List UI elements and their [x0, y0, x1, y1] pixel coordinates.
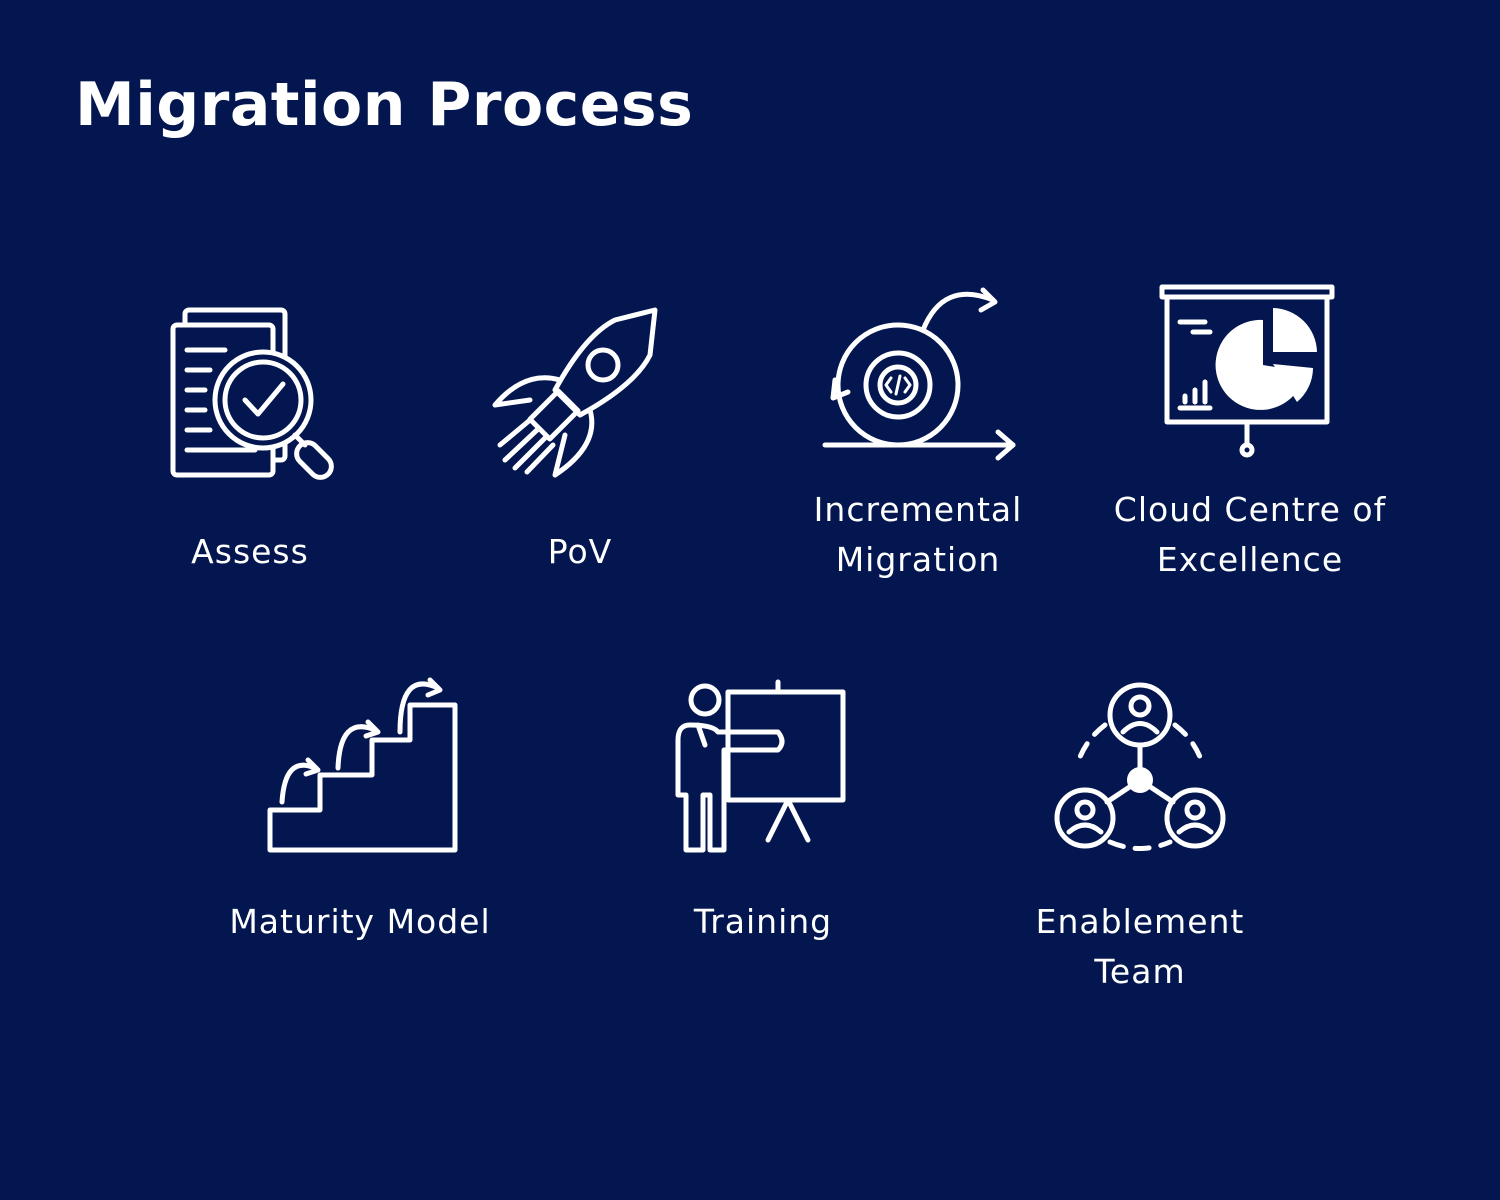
step-training: Training — [593, 670, 933, 947]
step-cloud-centre-of-excellence: Cloud Centre of Excellence — [1080, 280, 1420, 585]
step-label: Enablement Team — [1035, 902, 1245, 991]
page-title: Migration Process — [75, 70, 694, 140]
team-network-icon — [1054, 682, 1226, 851]
step-label: Assess — [191, 532, 309, 571]
presentation-pie-chart-icon — [1159, 284, 1335, 458]
step-assess: Assess — [80, 300, 420, 577]
step-label: Training — [693, 902, 833, 941]
step-label: Incremental Migration — [813, 490, 1023, 579]
step-incremental-migration: Incremental Migration — [748, 280, 1088, 585]
step-label: Maturity Model — [229, 902, 491, 941]
step-enablement-team: Enablement Team — [970, 670, 1310, 997]
step-maturity-model: Maturity Model — [190, 670, 530, 947]
step-label: PoV — [547, 532, 613, 571]
step-label: Cloud Centre of Excellence — [1113, 490, 1387, 579]
agile-gear-cycle-icon — [822, 287, 1016, 461]
step-pov: PoV — [410, 300, 750, 577]
trainer-board-icon — [675, 679, 846, 853]
document-magnifier-check-icon — [170, 307, 334, 480]
rocket-icon — [492, 307, 658, 478]
stairs-progress-icon — [267, 677, 458, 853]
